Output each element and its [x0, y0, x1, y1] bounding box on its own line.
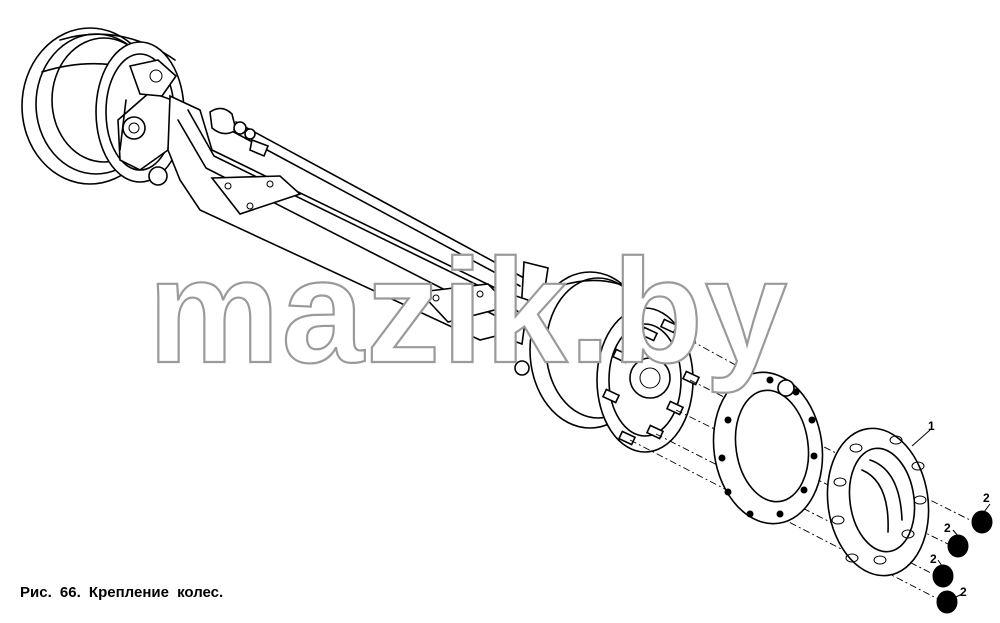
wheel-studs: [601, 318, 701, 446]
wheel-disc: [712, 371, 824, 525]
callout-leaders: [911, 429, 991, 599]
watermark-text: mazik.by: [148, 229, 789, 394]
callout-part-1: 1: [928, 419, 935, 433]
right-brake-drum: [529, 271, 694, 453]
tie-rod: [209, 107, 525, 287]
callout-nut-a: 2: [983, 491, 990, 505]
figure-caption: Рис. 66. Крепление колес.: [20, 584, 224, 601]
callout-nut-d: 2: [960, 585, 967, 599]
callout-nut-b: 2: [944, 521, 951, 535]
callout-nut-c: 2: [930, 552, 937, 566]
left-steering-knuckle: [117, 59, 178, 186]
clamping-ring: [826, 427, 930, 577]
wheel-nuts: [932, 510, 993, 614]
